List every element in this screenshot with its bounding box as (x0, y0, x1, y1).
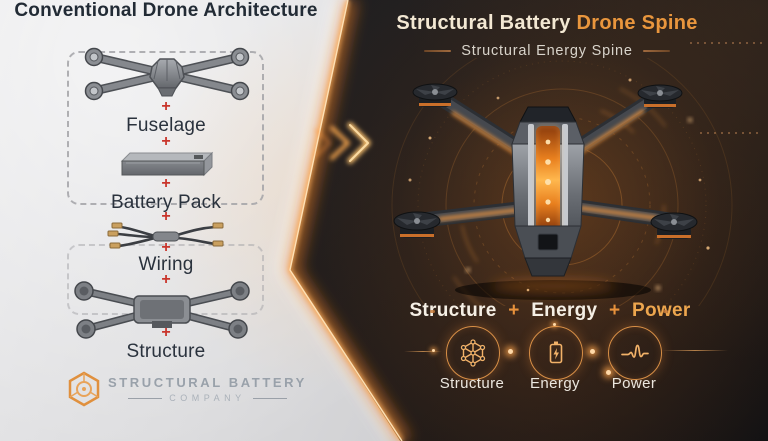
spark-dot (432, 349, 435, 352)
title-part-structural-battery: Structural Battery (396, 12, 571, 34)
light-streak (662, 350, 728, 351)
fuselage-group (511, 106, 585, 277)
spark-dot (508, 349, 513, 354)
feature-circle-power (608, 326, 662, 380)
component-label-wiring: Wiring (138, 254, 194, 275)
hexagon-logo-icon (68, 371, 100, 407)
title-part-drone-spine: Drone Spine (576, 12, 698, 34)
left-panel-title: Conventional Drone Architecture (14, 0, 318, 21)
feature-label-energy: Energy (530, 375, 580, 392)
spark-dot (590, 349, 595, 354)
lattice-icon (460, 339, 486, 367)
right-panel-subtitle: Structural Energy Spine (387, 43, 707, 59)
spark-dot (553, 323, 556, 326)
wiring-illustration (107, 222, 224, 249)
dashed-group-box-top (67, 51, 264, 205)
plus-separator: + (161, 98, 171, 115)
plus-separator: + (161, 324, 171, 341)
structural-battery-drone-render (391, 58, 733, 306)
component-label-battery-pack: Battery Pack (110, 192, 222, 213)
quadcopter-illustration (84, 47, 250, 101)
equation-end-dot-left (430, 310, 435, 313)
logo-subname: COMPANY (169, 393, 246, 403)
plus-separator: + (161, 208, 171, 225)
equation-term-structure: Structure (409, 300, 497, 321)
plus-separator: + (161, 133, 171, 150)
component-label-structure: Structure (126, 341, 206, 362)
pulse-wave-icon (621, 344, 649, 358)
equation-term-energy: Energy (531, 300, 598, 321)
component-label-fuselage: Fuselage (126, 115, 206, 136)
logo-dash-right (252, 397, 287, 399)
plus-separator: + (161, 271, 171, 288)
battery-bolt-icon (549, 341, 563, 364)
feature-circle-structure (446, 326, 500, 380)
plus-separator: + (161, 175, 171, 192)
spark-dot (606, 370, 611, 375)
plus-sign: + (609, 300, 621, 321)
equation-term-power: Power (632, 300, 691, 321)
airframe-illustration (74, 281, 250, 339)
feature-label-structure: Structure (439, 375, 505, 392)
subtitle-dash-right (642, 50, 670, 52)
equation-end-dot-right (663, 310, 668, 313)
right-panel-title: Structural Battery Drone Spine (387, 12, 707, 35)
dotted-texture (700, 132, 760, 134)
plus-separator: + (161, 239, 171, 256)
plus-sign: + (508, 300, 520, 321)
logo-name: STRUCTURAL BATTERY (108, 375, 307, 390)
logo-dash-left (128, 397, 163, 399)
feature-circle-energy (529, 326, 583, 380)
subtitle-text: Structural Energy Spine (461, 43, 633, 59)
dotted-texture (690, 42, 762, 44)
equation-headline: Structure + Energy + Power (400, 300, 700, 322)
company-logo: STRUCTURAL BATTERY COMPANY (68, 371, 307, 407)
light-streak (404, 351, 442, 352)
feature-label-power: Power (611, 375, 657, 392)
battery-pack-illustration (120, 151, 214, 177)
subtitle-dash-left (424, 50, 452, 52)
